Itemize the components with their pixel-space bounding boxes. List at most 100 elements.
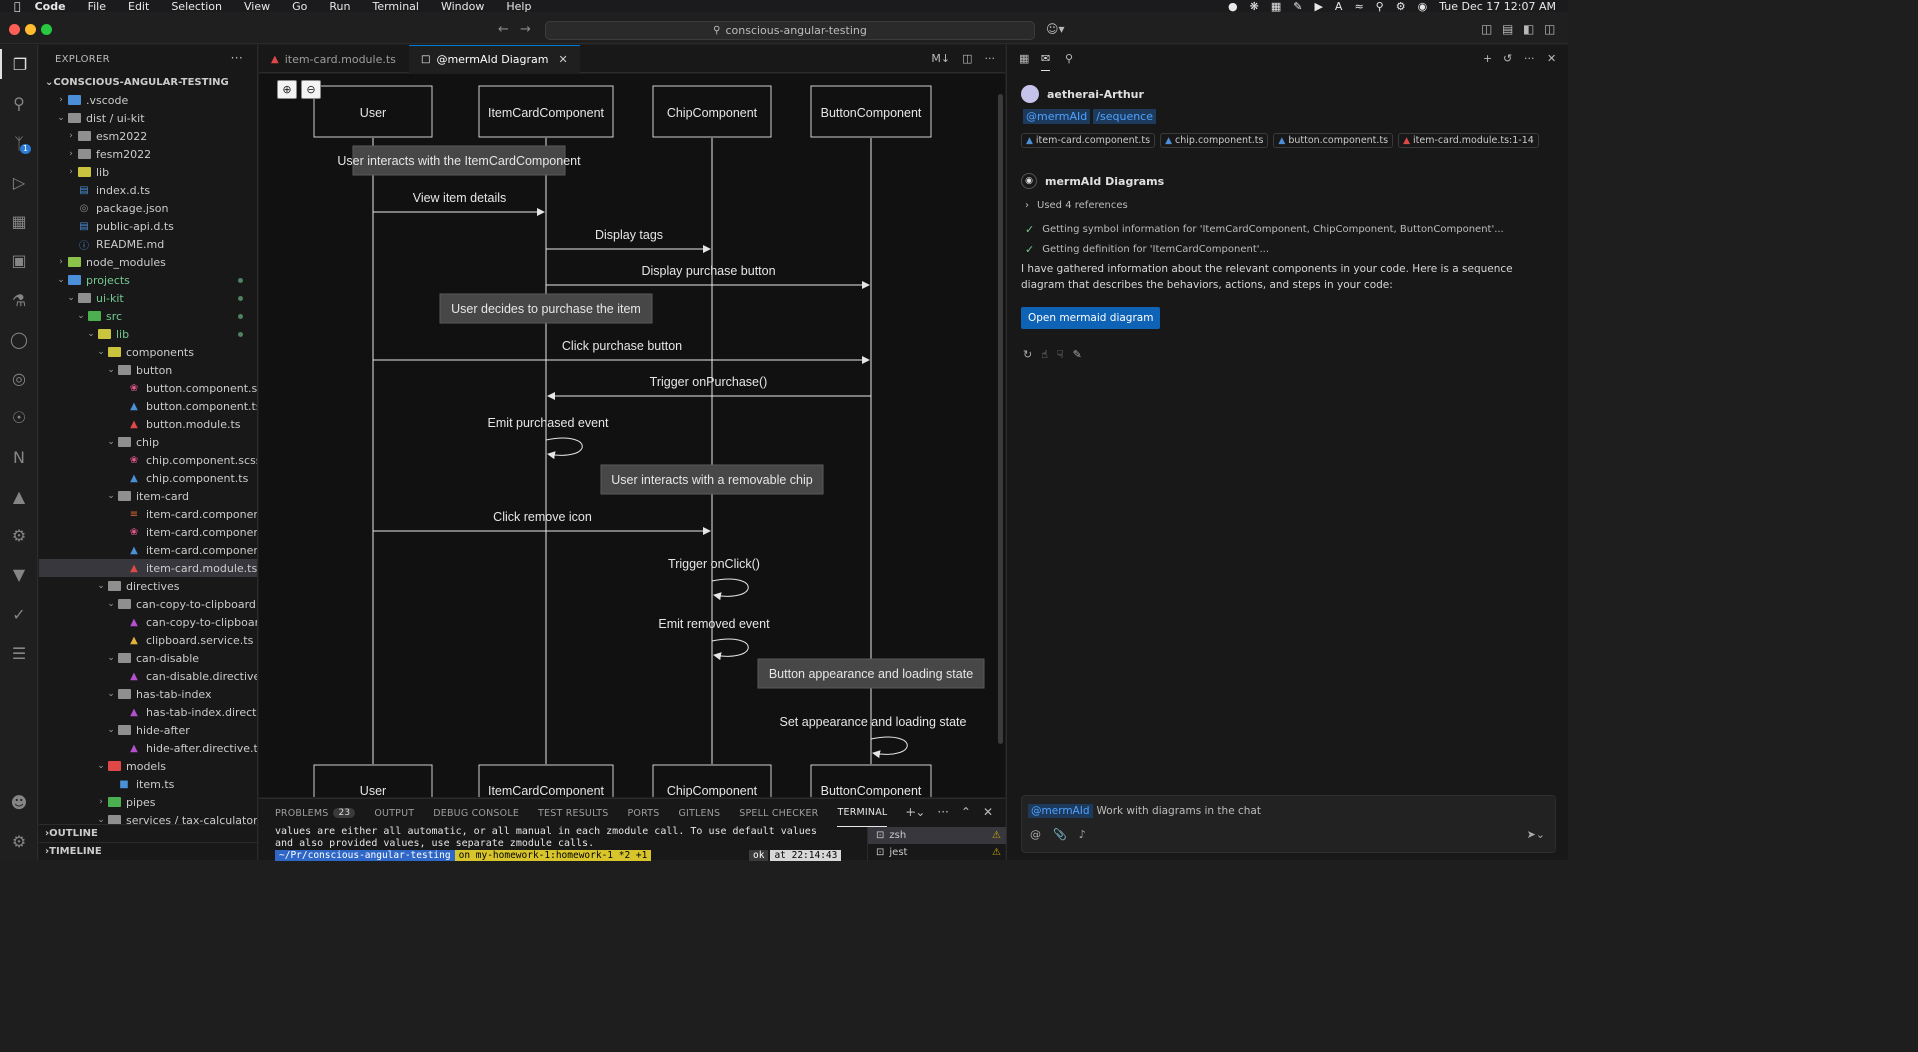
tree-folder[interactable]: ⌄lib bbox=[39, 325, 257, 343]
panel-tab-test-results[interactable]: TEST RESULTS bbox=[538, 807, 609, 819]
reference-chip[interactable]: ▲chip.component.ts bbox=[1160, 133, 1269, 148]
close-window-button[interactable] bbox=[9, 24, 20, 35]
angular-icon[interactable]: ▲ bbox=[12, 486, 26, 506]
markdown-preview-icon[interactable]: M↓ bbox=[931, 52, 951, 65]
tree-file[interactable]: ▲hide-after.directive.ts bbox=[39, 739, 257, 757]
timeline-section[interactable]: › TIMELINE bbox=[39, 842, 257, 860]
minimize-window-button[interactable] bbox=[25, 24, 36, 35]
editor-scrollbar[interactable] bbox=[998, 94, 1003, 744]
account-icon[interactable]: ☻ bbox=[10, 792, 28, 812]
panel-tab-ports[interactable]: PORTS bbox=[627, 807, 660, 819]
tree-file[interactable]: ▤index.d.ts bbox=[39, 181, 257, 199]
tree-folder[interactable]: ⌄has-tab-index bbox=[39, 685, 257, 703]
grid-icon[interactable]: ▦ bbox=[1270, 0, 1282, 13]
gitlens-inspect-icon[interactable]: ☉ bbox=[11, 407, 27, 427]
settings-gear-icon[interactable]: ⚙ bbox=[11, 831, 27, 851]
menubar-clock[interactable]: Tue Dec 17 12:07 AM bbox=[1439, 0, 1556, 13]
record-icon[interactable]: ● bbox=[1228, 0, 1238, 13]
apple-icon[interactable]:  bbox=[14, 0, 21, 13]
back-arrow-icon[interactable]: ← bbox=[498, 22, 509, 37]
menu-help[interactable]: Help bbox=[499, 0, 531, 13]
forward-arrow-icon[interactable]: → bbox=[520, 22, 531, 37]
tree-folder[interactable]: ⌄chip bbox=[39, 433, 257, 451]
zoom-in-button[interactable]: ⊕ bbox=[277, 80, 297, 99]
command-center-search[interactable]: ⚲ conscious-angular-testing bbox=[545, 21, 1035, 40]
tab-item-card-module[interactable]: ▲ item-card.module.ts bbox=[259, 45, 408, 73]
menu-go[interactable]: Go bbox=[285, 0, 307, 13]
tree-file[interactable]: ❀item-card.component.scss bbox=[39, 523, 257, 541]
tree-folder[interactable]: ⌄dist / ui-kit bbox=[39, 109, 257, 127]
tree-folder[interactable]: ⌄item-card bbox=[39, 487, 257, 505]
tree-folder[interactable]: ›node_modules bbox=[39, 253, 257, 271]
reference-chip[interactable]: ▲button.component.ts bbox=[1273, 133, 1394, 148]
history-icon[interactable]: ↺ bbox=[1503, 52, 1513, 65]
menu-window[interactable]: Window bbox=[434, 0, 484, 13]
tree-file[interactable]: ▲chip.component.ts bbox=[39, 469, 257, 487]
tree-folder[interactable]: ⌄components bbox=[39, 343, 257, 361]
used-references-toggle[interactable]: › Used 4 references bbox=[1025, 200, 1128, 211]
menu-selection[interactable]: Selection bbox=[164, 0, 222, 13]
open-mermaid-diagram-button[interactable]: Open mermaid diagram bbox=[1021, 307, 1161, 329]
menu-terminal[interactable]: Terminal bbox=[365, 0, 419, 13]
zoom-out-button[interactable]: ⊖ bbox=[301, 80, 321, 99]
tree-folder[interactable]: ⌄button bbox=[39, 361, 257, 379]
panel-tab-output[interactable]: OUTPUT bbox=[374, 807, 415, 819]
menu-app-name[interactable]: Code bbox=[28, 0, 66, 13]
insert-icon[interactable]: ✎ bbox=[1072, 348, 1082, 361]
panel-tab-terminal[interactable]: TERMINAL bbox=[837, 799, 888, 827]
new-chat-icon[interactable]: + bbox=[1483, 52, 1493, 65]
testing-icon[interactable]: ⚗ bbox=[11, 290, 27, 310]
thumbs-down-icon[interactable]: ☟ bbox=[1056, 348, 1064, 361]
tree-file[interactable]: ▲button.component.ts bbox=[39, 397, 257, 415]
tree-folder[interactable]: ⌄can-disable bbox=[39, 649, 257, 667]
wifi-icon[interactable]: ≈ bbox=[1354, 0, 1364, 13]
siri-icon[interactable]: ◉ bbox=[1417, 0, 1428, 13]
tree-file[interactable]: ▲can-disable.directive.ts bbox=[39, 667, 257, 685]
reference-chip[interactable]: ▲item-card.module.ts:1-14 bbox=[1398, 133, 1539, 148]
copilot-icon[interactable]: ☺▾ bbox=[1046, 22, 1065, 36]
tree-folder[interactable]: ⌄can-copy-to-clipboard bbox=[39, 595, 257, 613]
search-view-icon[interactable]: ⚲ bbox=[13, 93, 25, 113]
tree-folder[interactable]: ⌄models bbox=[39, 757, 257, 775]
panel-tab-spell-checker[interactable]: SPELL CHECKER bbox=[739, 807, 819, 819]
tree-file[interactable]: ≡item-card.component.html bbox=[39, 505, 257, 523]
tree-folder[interactable]: ⌄projects bbox=[39, 271, 257, 289]
outline-section[interactable]: › OUTLINE bbox=[39, 824, 257, 842]
tree-file[interactable]: ▲clipboard.service.ts bbox=[39, 631, 257, 649]
tree-file[interactable]: ▲can-copy-to-clipboard.di... bbox=[39, 613, 257, 631]
tree-file[interactable]: ▤public-api.d.ts bbox=[39, 217, 257, 235]
tree-file[interactable]: ▲item-card.module.ts bbox=[39, 559, 257, 577]
panel-more-icon[interactable]: ··· bbox=[906, 807, 917, 819]
explorer-icon[interactable]: ❐ bbox=[0, 49, 38, 79]
tree-folder[interactable]: ⌄services / tax-calculator bbox=[39, 811, 257, 829]
input-source-icon[interactable]: A bbox=[1334, 0, 1343, 13]
tree-file[interactable]: ▲item-card.component.ts bbox=[39, 541, 257, 559]
menu-edit[interactable]: Edit bbox=[121, 0, 149, 13]
extensions-icon[interactable]: ▦ bbox=[11, 211, 27, 231]
more-actions-icon[interactable]: ··· bbox=[984, 52, 996, 65]
tree-folder[interactable]: ⌄src bbox=[39, 307, 257, 325]
chat-tab-icon[interactable]: ✉ bbox=[1041, 52, 1051, 71]
more-actions-icon[interactable]: ··· bbox=[937, 805, 949, 819]
menu-view[interactable]: View bbox=[237, 0, 270, 13]
tree-file[interactable]: ❀chip.component.scss bbox=[39, 451, 257, 469]
close-panel-icon[interactable]: ✕ bbox=[982, 805, 993, 819]
tab-mermaid-diagram[interactable]: □ @mermAId Diagram ✕ bbox=[409, 45, 580, 73]
nx-console-icon[interactable]: N bbox=[13, 447, 25, 467]
retry-icon[interactable]: ↻ bbox=[1023, 348, 1033, 361]
control-center-icon[interactable]: ⚙ bbox=[1395, 0, 1406, 13]
toggle-secondary-sidebar-icon[interactable]: ◧ bbox=[1523, 22, 1535, 36]
terminal-item-zsh[interactable]: ⊡ zsh ⚠ bbox=[868, 827, 1007, 844]
close-icon[interactable]: ✕ bbox=[558, 53, 568, 66]
tree-file[interactable]: ❀button.component.scss bbox=[39, 379, 257, 397]
tree-folder[interactable]: ⌄directives bbox=[39, 577, 257, 595]
reference-chip[interactable]: ▲item-card.component.ts bbox=[1021, 133, 1156, 148]
openai-icon[interactable]: ❋ bbox=[1249, 0, 1259, 13]
tree-file[interactable]: ◎package.json bbox=[39, 199, 257, 217]
docker-icon[interactable]: ⚙ bbox=[11, 525, 27, 545]
run-debug-icon[interactable]: ▷ bbox=[12, 172, 26, 192]
tree-folder[interactable]: ›esm2022 bbox=[39, 127, 257, 145]
